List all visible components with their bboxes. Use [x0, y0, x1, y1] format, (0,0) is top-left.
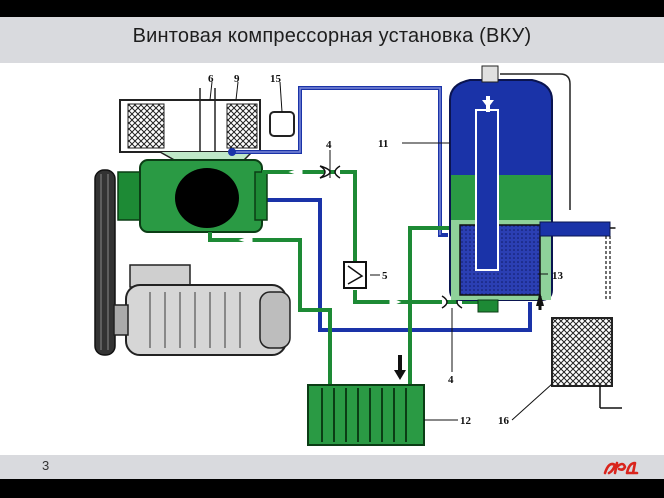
label-6: 6: [208, 73, 214, 85]
belt-drive: [94, 169, 116, 356]
bottom-black-bar: [0, 479, 664, 498]
page-number: 3: [42, 458, 50, 473]
air-cooler: [551, 223, 625, 409]
label-11: 11: [378, 138, 388, 150]
label-15: 15: [270, 73, 282, 85]
rzd-logo-icon: [603, 461, 639, 475]
footer-band: [0, 455, 664, 479]
title-band: [0, 17, 664, 63]
label-12: 12: [460, 415, 472, 427]
top-black-bar: [0, 0, 664, 17]
label-4-top: 4: [326, 139, 332, 151]
check-valve-bottom: [441, 295, 463, 372]
screw-compressor: [117, 148, 268, 233]
oil-cooler: [307, 355, 425, 446]
slide-title: Винтовая компрессорная установка (ВКУ): [132, 25, 532, 47]
label-13: 13: [552, 270, 564, 282]
label-4-bottom: 4: [448, 374, 454, 386]
check-valve-top: [319, 165, 341, 179]
compressor-diagram: 6 9 15 4 11 5 13 4 12 16: [94, 65, 625, 446]
label-9: 9: [234, 73, 240, 85]
thermostatic-valve-5: [343, 261, 367, 289]
label-5: 5: [382, 270, 388, 282]
oil-separator: [449, 65, 611, 313]
electric-motor: [113, 264, 291, 356]
label-16: 16: [498, 415, 510, 427]
